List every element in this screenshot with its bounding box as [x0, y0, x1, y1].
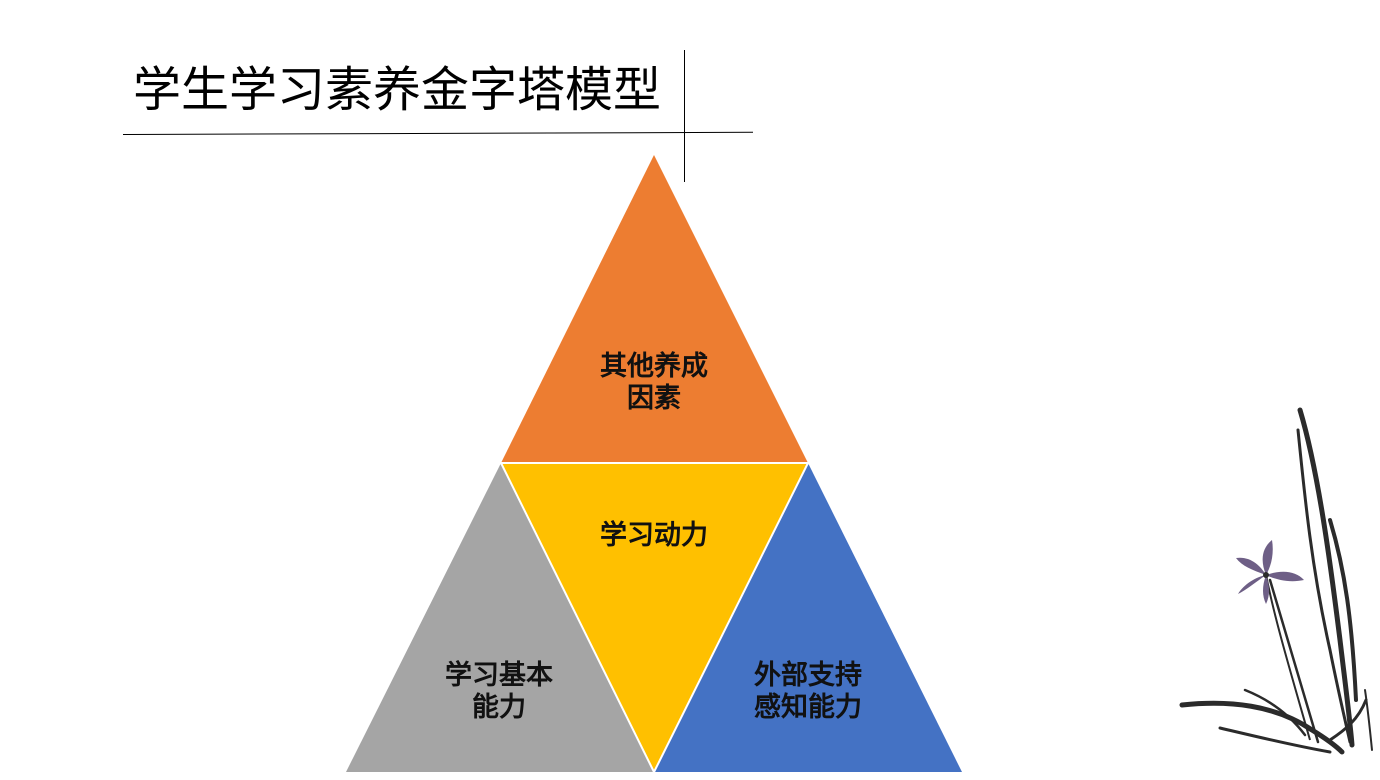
label-right: 外部支持 感知能力 — [708, 660, 908, 724]
label-right-line2: 感知能力 — [754, 692, 862, 723]
triangle-top — [501, 155, 808, 463]
label-left-line1: 学习基本 — [445, 660, 553, 691]
title-divider-vertical — [684, 50, 685, 182]
label-top-line2: 因素 — [627, 383, 681, 414]
label-left-line2: 能力 — [472, 692, 526, 723]
label-left: 学习基本 能力 — [399, 660, 599, 724]
page-title: 学生学习素养金字塔模型 — [133, 62, 662, 118]
label-center-line1: 学习动力 — [600, 520, 708, 551]
label-right-line1: 外部支持 — [754, 660, 862, 691]
triangle-center-inverted — [499, 462, 810, 775]
triangle-bottom-right — [654, 463, 962, 772]
label-top-line1: 其他养成 — [600, 351, 708, 382]
label-top: 其他养成 因素 — [554, 351, 754, 415]
triangle-bottom-left — [346, 463, 654, 772]
label-center: 学习动力 — [554, 520, 754, 552]
